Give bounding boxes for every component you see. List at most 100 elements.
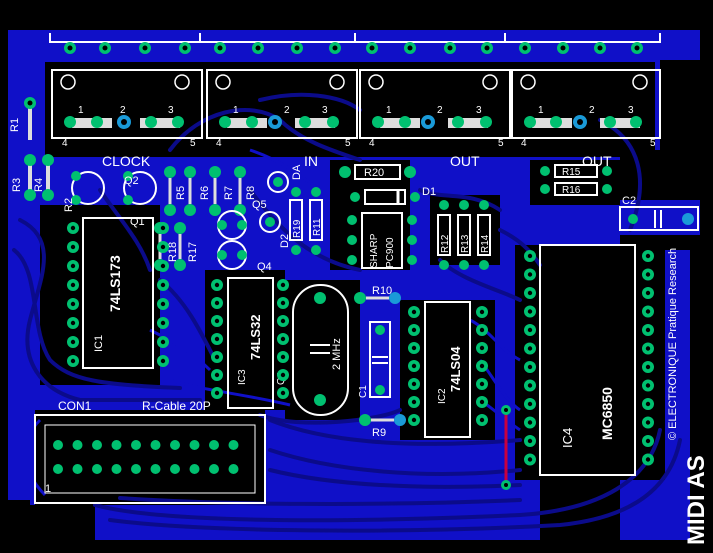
ic-pad-hole (214, 300, 220, 306)
ic-pad-hole (214, 336, 220, 342)
chip-ic4: MC6850 IC4 (539, 244, 636, 476)
ref-label: R20 (364, 167, 384, 179)
ic-pad-hole (70, 301, 76, 307)
ref-label: R10 (372, 285, 392, 297)
ref-label: R6 (199, 186, 211, 200)
ic-pad-hole (160, 320, 166, 326)
con1-pad (228, 464, 239, 474)
capacitor-c2: C2 (619, 195, 699, 231)
pin-label: 3 (168, 105, 174, 116)
transistor-q1-q2: Q1 Q2 R2 (63, 171, 157, 228)
diode-d1: D1 (350, 186, 436, 205)
con1-pad (228, 440, 239, 450)
connector-in: 1 2 3 4 5 IN (206, 69, 358, 169)
ic-pad-hole (214, 390, 220, 396)
ic-pad-hole (479, 309, 485, 315)
chip-part: 74LS04 (448, 346, 463, 392)
ic-pad-hole (479, 399, 485, 405)
ic-pad-hole (527, 438, 533, 444)
ic-pad-hole (160, 358, 166, 364)
connector-out-2: 1 2 3 4 5 OUT (511, 69, 661, 169)
ref-label: R3 (11, 178, 23, 192)
chip-part: 74LS32 (248, 314, 263, 360)
ic-pad-hole (527, 272, 533, 277)
con1-pad (111, 440, 122, 450)
ic-pad-hole (160, 339, 166, 345)
pin-label: 2 (284, 105, 290, 116)
resistor-r9: R9 (359, 414, 406, 439)
ic-pad-hole (527, 253, 533, 259)
resistors-r15-r16: R15 R16 (540, 164, 612, 196)
ic-pad-hole (160, 225, 166, 231)
ic-pad-hole (527, 457, 533, 462)
pin-label: 5 (498, 138, 504, 149)
chip-part: 74LS173 (107, 255, 123, 312)
top-rail (49, 33, 661, 43)
pin-label: 1 (538, 105, 544, 116)
ic-pad-hole (70, 225, 76, 231)
resistors-r12-r14: R12 R13 R14 (437, 200, 491, 270)
ic-pad-hole (479, 345, 485, 351)
con1-pin1: 1 (45, 483, 51, 495)
ref-label: Q2 (124, 175, 139, 187)
ic-pad-hole (645, 420, 651, 425)
chip-ref: IC4 (560, 428, 575, 448)
ic-pad-hole (70, 282, 76, 288)
ic-pad-hole (645, 457, 651, 462)
ic-pad-hole (280, 372, 286, 378)
ic-pad-hole (411, 381, 417, 387)
ic-pad-hole (645, 309, 651, 314)
ref-label: C2 (622, 195, 636, 207)
ic-pad-hole (645, 327, 651, 333)
ic-pad-hole (527, 364, 533, 370)
pin-label: 2 (437, 105, 443, 116)
ic-pad-hole (527, 290, 533, 296)
ic-pad-hole (645, 346, 651, 351)
ref-label: R7 (223, 186, 235, 200)
pin-label: 1 (233, 105, 239, 116)
pin-label: 5 (190, 138, 196, 149)
leds-da-d2: DA D2 Q5 (252, 164, 303, 248)
chip-part: MC6850 (599, 387, 615, 440)
ic-pad-hole (214, 354, 220, 360)
crystal-freq: 2 MHz (331, 338, 343, 370)
chip-ic1: 74LS173 IC1 (82, 217, 154, 369)
ic-pad-hole (645, 290, 651, 296)
pin-label: 3 (628, 105, 634, 116)
con1-pad (189, 464, 200, 474)
ref-label: R14 (480, 234, 491, 253)
con1-desc: R-Cable 20P (142, 399, 211, 413)
ic-pad-hole (527, 401, 533, 407)
ref-label: R15 (562, 167, 581, 178)
resistor-r1: R1 (9, 97, 36, 140)
opto-pc900: SHARP PC900 (347, 212, 417, 269)
ref-label: R16 (562, 185, 581, 196)
ic-pad-hole (160, 282, 166, 288)
chip-ref: IC2 (437, 388, 448, 404)
con1-pad (53, 464, 63, 474)
pin-label: 5 (345, 138, 351, 149)
thin-traces (24, 148, 521, 497)
pin-label: 4 (62, 138, 68, 149)
ref-label: R12 (440, 234, 451, 253)
con1-ref: CON1 (58, 399, 92, 413)
ic-pad-hole (160, 263, 166, 269)
con1-pad (72, 440, 83, 450)
ic-pad-hole (411, 327, 417, 333)
ic-pad-hole (411, 417, 417, 423)
ic-pad-hole (280, 354, 286, 360)
jumper-wire (501, 405, 511, 490)
pin-label: 4 (521, 138, 527, 149)
crystal-2mhz: 2 MHz (292, 284, 349, 416)
chip-ref: IC3 (237, 369, 248, 385)
pin-label: 2 (120, 105, 126, 116)
ref-label: D2 (279, 234, 291, 248)
ic-pad-hole (411, 309, 417, 315)
con1-pad (92, 440, 102, 450)
connector-out-1: 1 2 3 4 5 OUT (359, 69, 511, 169)
ic-pad-hole (280, 300, 286, 306)
ic-pad-hole (411, 345, 417, 351)
connector-con1: CON1 R-Cable 20P 1 (34, 399, 266, 504)
ic-pad-hole (70, 244, 76, 250)
